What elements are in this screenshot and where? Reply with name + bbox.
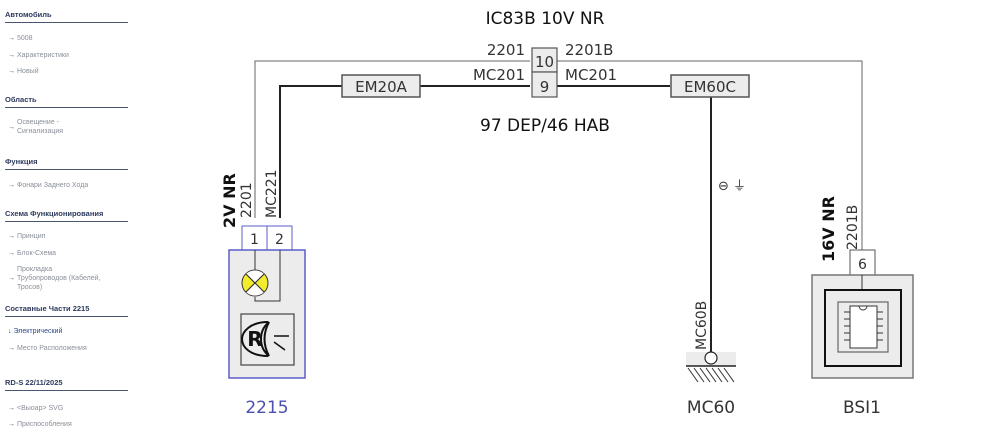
arrow-right-icon: → xyxy=(8,233,15,240)
wire-label-2201: 2201 xyxy=(487,41,525,59)
wiring-diagram: IC83B 10V NR 2201 2201B MC201 MC201 10 9… xyxy=(220,9,914,418)
wires xyxy=(254,60,863,353)
section-title-scheme: Схема Функционирования xyxy=(5,209,128,222)
pin-1: 1 xyxy=(250,232,259,248)
ground-wire-label: MC60B xyxy=(694,301,710,350)
component-label-2215: 2215 xyxy=(245,398,288,418)
pin-block-10-9: 10 9 xyxy=(531,47,558,98)
left-wire-mc221: MC221 xyxy=(264,169,280,218)
pin-9: 9 xyxy=(540,78,550,96)
arrow-right-icon: → xyxy=(8,405,15,412)
connector-em60c[interactable]: EM60C xyxy=(670,74,750,98)
sidebar-item-reverse-lights[interactable]: →Фонари Заднего Хода xyxy=(8,182,89,189)
arrow-right-icon: → xyxy=(8,123,15,131)
sidebar: Автомобиль →5008 →Характеристики →Новый … xyxy=(0,0,130,433)
section-title-vehicle: Автомобиль xyxy=(5,10,128,23)
left-voltage-label: 2V NR xyxy=(220,173,239,228)
arrow-right-icon: → xyxy=(8,275,15,282)
sidebar-item-svg[interactable]: →<Выоар> SVG xyxy=(8,405,64,412)
sidebar-item-block-diagram[interactable]: →Блок-Схема xyxy=(8,250,57,257)
arrow-right-icon: → xyxy=(8,68,15,75)
section-title-area: Область xyxy=(5,95,128,108)
sidebar-item-tools[interactable]: →Приспособления xyxy=(8,421,72,428)
ground-label-mc60: MC60 xyxy=(687,398,735,418)
bsi-wire-label: 2201B xyxy=(845,205,861,250)
svg-text:EM20A: EM20A xyxy=(355,78,408,96)
bulb-icon xyxy=(241,269,269,297)
wire-label-mc201-right: MC201 xyxy=(565,66,617,84)
connector-em20a[interactable]: EM20A xyxy=(341,74,421,98)
sidebar-item-principle[interactable]: →Принцип xyxy=(8,233,46,240)
left-wire-2201: 2201 xyxy=(239,182,255,218)
sidebar-item-electrical[interactable]: ↓Электрический xyxy=(8,328,63,335)
component-2215[interactable]: 1 2 R 2215 xyxy=(228,225,306,418)
component-label-bsi1: BSI1 xyxy=(843,398,881,418)
chip-icon xyxy=(844,305,883,349)
arrow-right-icon: → xyxy=(8,182,15,189)
svg-text:EM60C: EM60C xyxy=(684,78,736,96)
wire-label-2201b: 2201B xyxy=(565,41,613,59)
sidebar-item-characteristics[interactable]: →Характеристики xyxy=(8,52,69,59)
ground-symbol: ⊖ ⏚ xyxy=(718,179,746,194)
svg-text:R: R xyxy=(247,327,262,351)
wire-2201b xyxy=(557,60,863,250)
arrow-right-icon: → xyxy=(8,345,15,352)
arrow-right-icon: → xyxy=(8,52,15,59)
sidebar-item-5008[interactable]: →5008 xyxy=(8,35,33,42)
bsi-voltage-label: 16V NR xyxy=(819,196,838,262)
harness-label: 97 DEP/46 HAB xyxy=(480,116,610,136)
arrow-down-icon: ↓ xyxy=(8,328,12,335)
arrow-right-icon: → xyxy=(8,35,15,42)
sidebar-item-new[interactable]: →Новый xyxy=(8,68,39,75)
pin-6: 6 xyxy=(858,257,867,273)
sidebar-item-location[interactable]: →Место Расположения xyxy=(8,345,87,352)
section-title-components: Составные Части 2215 xyxy=(5,304,128,317)
wire-mc221 xyxy=(279,85,342,218)
section-title-rds: RD-S 22/11/2025 xyxy=(5,378,128,391)
pin-10: 10 xyxy=(535,53,554,71)
sidebar-item-lighting[interactable]: →Освещение -Сигнализация xyxy=(8,119,64,135)
ground-terminal[interactable]: MC60 xyxy=(686,351,736,418)
top-label: IC83B 10V NR xyxy=(486,9,605,29)
wire-2201 xyxy=(254,60,530,218)
arrow-right-icon: → xyxy=(8,421,15,428)
section-title-function: Функция xyxy=(5,157,128,170)
wire-label-mc201-left: MC201 xyxy=(473,66,525,84)
reverse-lamp-icon: R xyxy=(240,321,289,357)
pin-2: 2 xyxy=(275,232,284,248)
arrow-right-icon: → xyxy=(8,250,15,257)
component-bsi1[interactable]: 6 BSI1 xyxy=(811,249,914,418)
